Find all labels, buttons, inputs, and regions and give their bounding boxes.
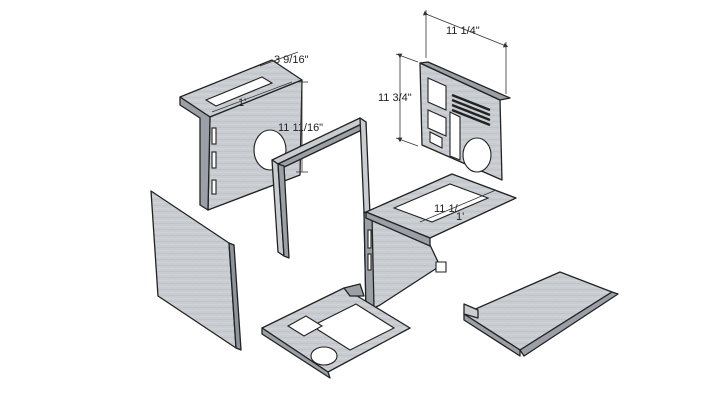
flat-plate — [463, 271, 619, 357]
wall-slot-1 — [211, 127, 217, 145]
bottom-opening-large — [310, 303, 396, 351]
wall-slot-2 — [211, 151, 217, 169]
vent-grille — [451, 93, 491, 127]
dim-slot-length: 3 9/16" — [274, 54, 309, 66]
back-opening-tall — [449, 111, 461, 161]
right-wall-slot-1 — [367, 229, 372, 249]
dim-left-height: 11 11/16" — [278, 122, 323, 134]
flange-slot — [204, 76, 274, 107]
dim-tray-depth: 11 1/ — [434, 203, 459, 215]
bottom-opening-small — [286, 315, 324, 337]
dim-top-width: 11 1/4" — [446, 25, 480, 37]
back-panel-dimensions: 11 1/4" 11 3/4" — [378, 10, 509, 147]
right-wall-notch — [435, 261, 447, 273]
back-opening-small — [429, 131, 443, 149]
right-wall-slot-2 — [367, 253, 372, 271]
side-panel-left — [150, 190, 242, 351]
dim-tray-width: 1' — [456, 211, 464, 223]
bottom-plate — [261, 283, 411, 379]
tray-dimensions: 11 1/ 1' — [419, 189, 497, 223]
back-opening-middle — [427, 109, 447, 137]
dim-side-height: 11 3/4" — [378, 92, 412, 104]
bottom-fan-hole — [310, 346, 338, 366]
dim-left-depth: 1' — [238, 97, 246, 109]
u-frame — [271, 117, 371, 259]
tray-opening — [392, 183, 490, 223]
back-opening-top — [427, 77, 447, 111]
wall-slot-3 — [211, 179, 217, 195]
top-tray — [365, 173, 517, 247]
back-panel — [419, 61, 511, 181]
back-fan-hole — [462, 137, 492, 173]
right-wall-assembly — [363, 211, 447, 313]
left-wall-panel — [179, 59, 303, 211]
